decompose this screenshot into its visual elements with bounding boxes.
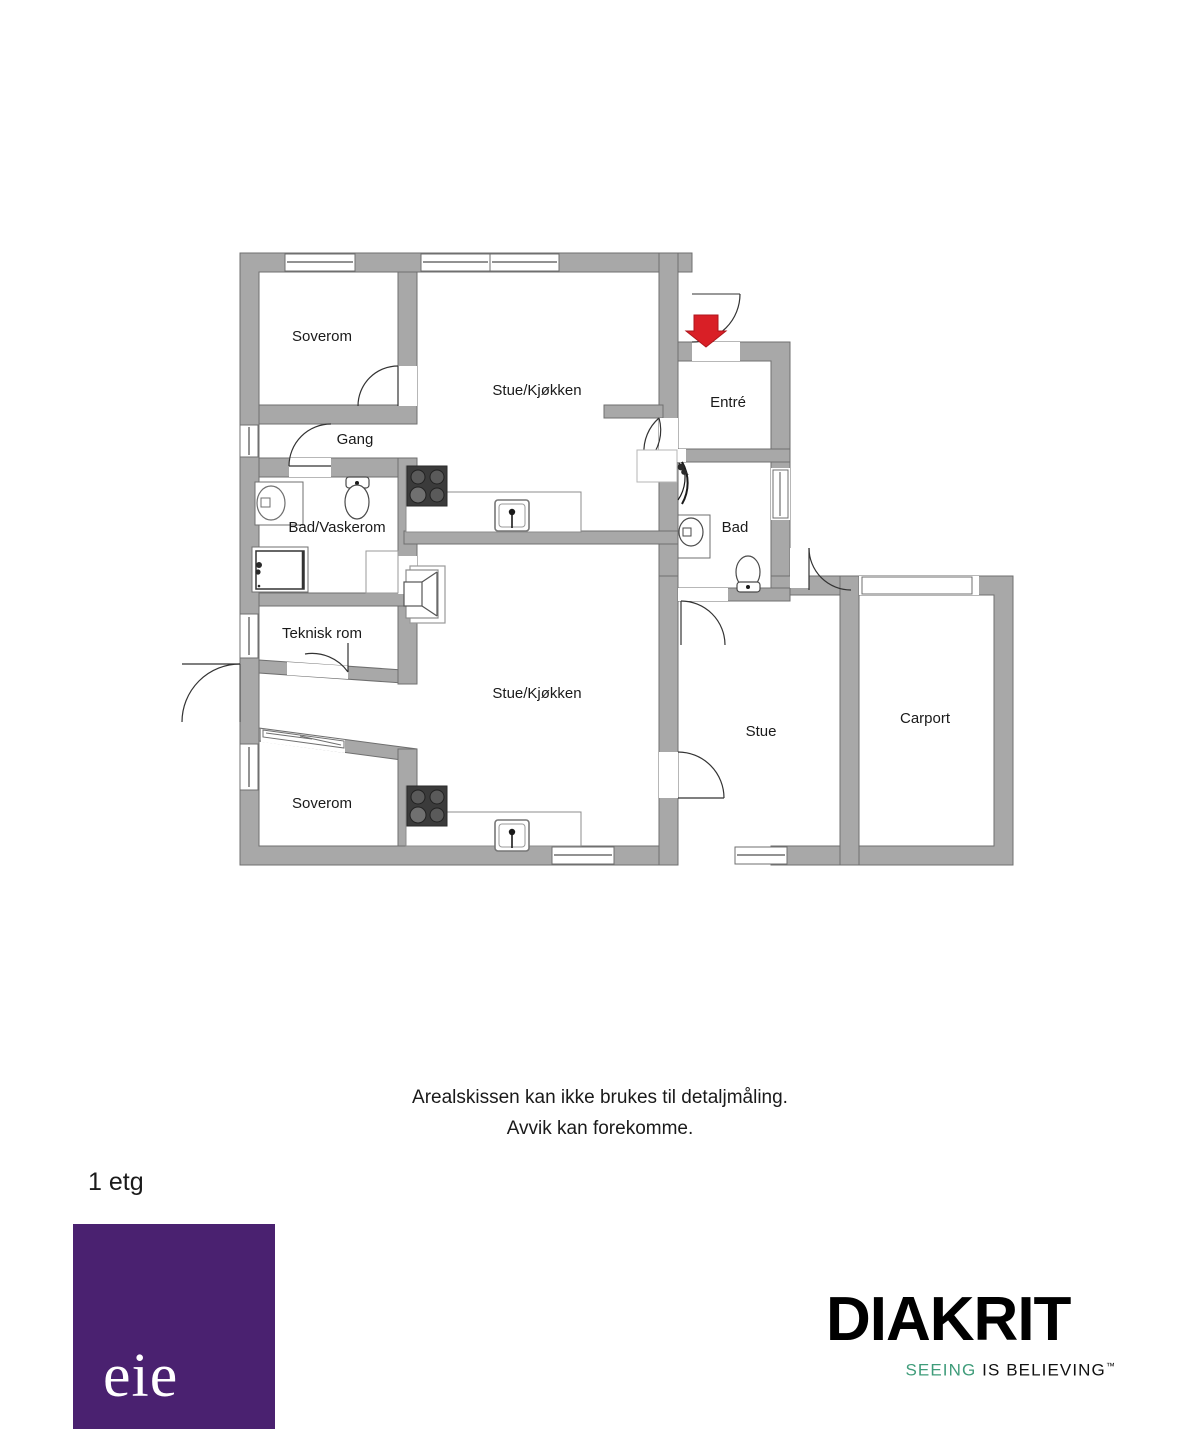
- furniture: [636, 449, 678, 483]
- room-labels: Soverom Stue/Kjøkken Gang Bad/Vaskerom T…: [282, 328, 951, 812]
- kitchen-lower: [405, 785, 582, 852]
- walls: [239, 252, 1014, 866]
- diakrit-logo: DIAKRIT SEEING IS BELIEVING™: [826, 1289, 1116, 1389]
- fireplace-icon: [403, 565, 446, 624]
- disclaimer-line-2: Avvik kan forekomme.: [506, 1118, 694, 1139]
- shower-head-icon: [677, 462, 689, 476]
- sink-icon: [494, 499, 530, 532]
- room-label-stue-kjokken-bottom: Stue/Kjøkken: [492, 685, 581, 702]
- room-label-stue: Stue: [746, 723, 777, 740]
- cooktop-icon: [406, 465, 448, 507]
- diakrit-tagline-rest: IS BELIEVING: [976, 1360, 1106, 1380]
- cooktop-icon: [406, 785, 448, 827]
- disclaimer-line-1: Arealskissen kan ikke brukes til detaljm…: [412, 1087, 788, 1108]
- floorplan-container: Soverom Stue/Kjøkken Gang Bad/Vaskerom T…: [181, 252, 1014, 866]
- bad-fixtures: [677, 462, 761, 593]
- diakrit-wordmark: DIAKRIT: [826, 1285, 1071, 1354]
- room-label-bad: Bad: [722, 519, 749, 536]
- room-label-stue-kjokken-top: Stue/Kjøkken: [492, 382, 581, 399]
- entrance-arrow: [684, 314, 728, 348]
- shower-icon: [251, 546, 309, 593]
- room-label-gang: Gang: [337, 431, 374, 448]
- sliding-door: [262, 729, 345, 749]
- disclaimer-text: Arealskissen kan ikke brukes til detaljm…: [0, 1082, 1200, 1144]
- floor-label: 1 etg: [88, 1168, 144, 1196]
- room-label-bad-vaskerom: Bad/Vaskerom: [288, 519, 385, 536]
- washbasin-icon: [677, 514, 711, 559]
- diakrit-tagline: SEEING IS BELIEVING™: [826, 1357, 1116, 1380]
- diakrit-trademark: ™: [1105, 1361, 1116, 1371]
- bad-vaskerom-fixtures: [251, 476, 399, 594]
- kitchen-upper: [405, 465, 582, 533]
- diakrit-tagline-accent: SEEING: [905, 1360, 977, 1380]
- room-label-soverom-top: Soverom: [292, 328, 352, 345]
- toilet-icon: [344, 476, 370, 520]
- sink-icon: [494, 819, 530, 852]
- room-label-soverom-bottom: Soverom: [292, 795, 352, 812]
- toilet-icon: [735, 555, 761, 593]
- room-label-teknisk-rom: Teknisk rom: [282, 625, 362, 642]
- door-swings: [181, 293, 852, 799]
- floorplan-drawing: Soverom Stue/Kjøkken Gang Bad/Vaskerom T…: [181, 252, 1014, 866]
- windows: [239, 253, 973, 865]
- room-label-carport: Carport: [900, 710, 951, 727]
- room-label-entre: Entré: [710, 394, 746, 411]
- eie-logo: eie: [73, 1224, 275, 1429]
- eie-logo-text: eie: [103, 1342, 179, 1410]
